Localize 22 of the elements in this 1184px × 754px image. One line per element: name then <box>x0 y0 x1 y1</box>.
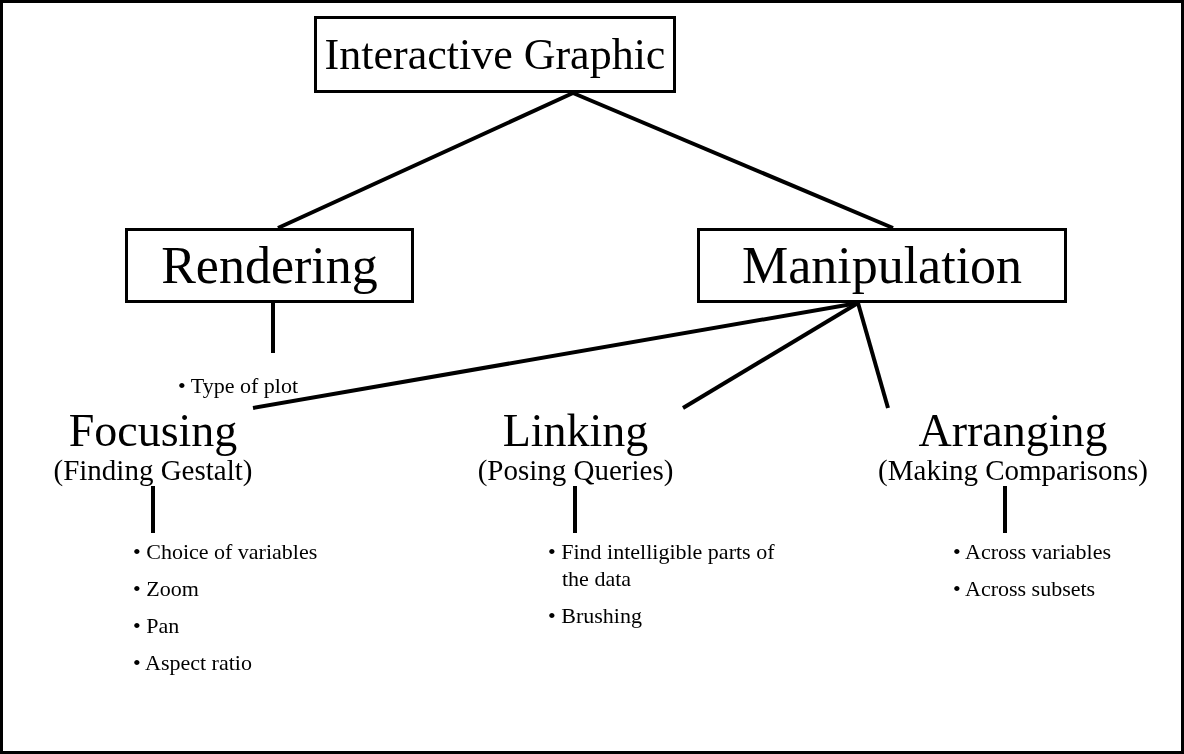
bullet-item: • Zoom <box>133 575 200 603</box>
connector-line <box>573 486 577 533</box>
connector-line <box>271 303 275 353</box>
root-box: Interactive Graphic <box>314 16 676 93</box>
bullet-item: • Across subsets <box>953 575 1096 603</box>
connector-line <box>151 486 155 533</box>
category-heading: Focusing <box>68 408 238 454</box>
connector-line <box>277 91 574 230</box>
bullet-item: • Across variables <box>953 538 1111 566</box>
bullet-item: • Type of plot <box>178 372 299 400</box>
connector-line <box>572 91 894 230</box>
bullet-item: • Choice of variables <box>133 538 318 566</box>
connector-line <box>1003 486 1007 533</box>
bullet-item: • Brushing <box>548 602 643 630</box>
category-heading: Arranging <box>918 408 1108 454</box>
connector-line <box>856 302 890 409</box>
category-box: Manipulation <box>697 228 1067 303</box>
bullet-item: • Aspect ratio <box>133 649 252 677</box>
bullet-item: • Find intelligible parts of the data <box>548 538 776 592</box>
bullet-item: • Pan <box>133 612 180 640</box>
category-box: Rendering <box>125 228 414 303</box>
category-heading: Linking <box>502 408 649 454</box>
